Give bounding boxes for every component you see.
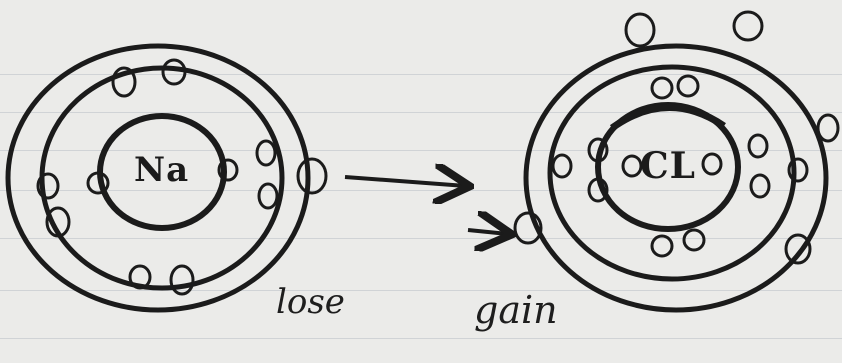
electron xyxy=(652,78,672,98)
sodium-symbol: Na xyxy=(134,150,189,190)
inner-shell-overdraw xyxy=(612,107,724,128)
electron xyxy=(652,236,672,256)
electron xyxy=(786,235,810,263)
electron xyxy=(751,175,769,197)
electron xyxy=(734,12,762,40)
electron xyxy=(626,14,654,46)
electron xyxy=(257,141,275,165)
chlorine-symbol: CL xyxy=(640,145,696,187)
electron xyxy=(623,156,641,176)
electron xyxy=(678,76,698,96)
electron xyxy=(703,154,721,174)
electron xyxy=(749,135,767,157)
electron xyxy=(553,155,571,177)
lose-annotation: lose xyxy=(276,282,345,322)
electron xyxy=(298,159,326,193)
gain-arrow xyxy=(468,230,508,234)
electron xyxy=(684,230,704,250)
transfer-arrow xyxy=(345,177,466,186)
electron xyxy=(259,184,277,208)
electron xyxy=(171,266,193,294)
electron xyxy=(818,115,838,141)
gain-annotation: gain xyxy=(474,288,558,332)
